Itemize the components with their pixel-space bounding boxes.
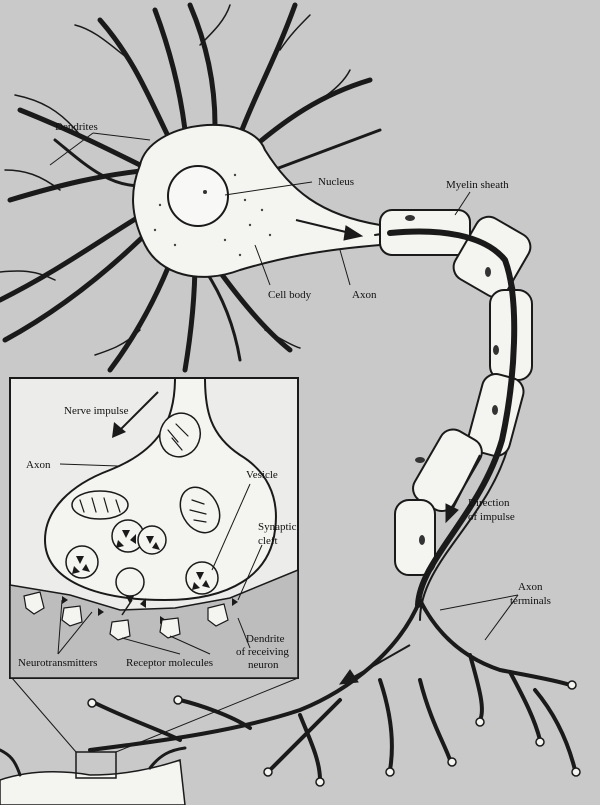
cell-body-speckles [153, 173, 272, 257]
label-dendrites: Dendrites [55, 121, 98, 133]
inset-mitochondria-cristae [79, 423, 207, 523]
label-nucleus: Nucleus [318, 176, 354, 188]
inset-receptors [23, 591, 229, 641]
dendrites-fine [0, 4, 351, 356]
synapse-inset: Nerve impulse Axon Vesicle Synaptic clef… [9, 377, 299, 679]
label-myelin-sheath: Myelin sheath [446, 179, 509, 191]
inset-label-vesicle: Vesicle [246, 469, 278, 481]
inset-axon-terminal [43, 377, 277, 602]
label-direction-line1: Direction [468, 497, 510, 509]
cell-body-shape [132, 123, 381, 278]
label-axon-terminals-line1: Axon [518, 581, 543, 593]
schwann-nuclei [405, 215, 499, 545]
label-direction-line2: of impulse [468, 511, 515, 523]
inset-label-dendrite-line3: neuron [248, 659, 279, 671]
axon-core [387, 228, 518, 608]
inset-label-synaptic-line1: Synaptic [258, 521, 297, 533]
inset-label-dendrite-line1: Dendrite [246, 633, 285, 645]
inset-label-dendrite-line2: of receiving [236, 646, 289, 658]
axon-terminal-bulbs [87, 680, 581, 787]
inset-label-neurotransmitters: Neurotransmitters [18, 657, 97, 669]
main-leader-lines [49, 132, 519, 641]
inset-label-receptor-molecules: Receptor molecules [126, 657, 213, 669]
inset-source-box [75, 751, 117, 779]
inset-label-axon: Axon [26, 459, 51, 471]
inset-receiving-dendrite [9, 568, 299, 679]
nucleus-shape [167, 165, 229, 227]
inset-leader-lines [57, 463, 263, 655]
axon-terminal-branches [88, 598, 577, 782]
receiving-neuron [0, 677, 299, 805]
inset-label-synaptic-line2: cleft [258, 535, 278, 547]
label-cell-body: Cell body [268, 289, 312, 301]
inset-label-nerve-impulse: Nerve impulse [64, 405, 129, 417]
inset-vesicle-contents [62, 530, 238, 624]
label-axon-terminals-line2: terminals [510, 595, 551, 607]
nucleolus [203, 190, 207, 194]
impulse-arrows [295, 219, 481, 685]
label-axon: Axon [352, 289, 377, 301]
inset-mitochondria [71, 412, 221, 534]
